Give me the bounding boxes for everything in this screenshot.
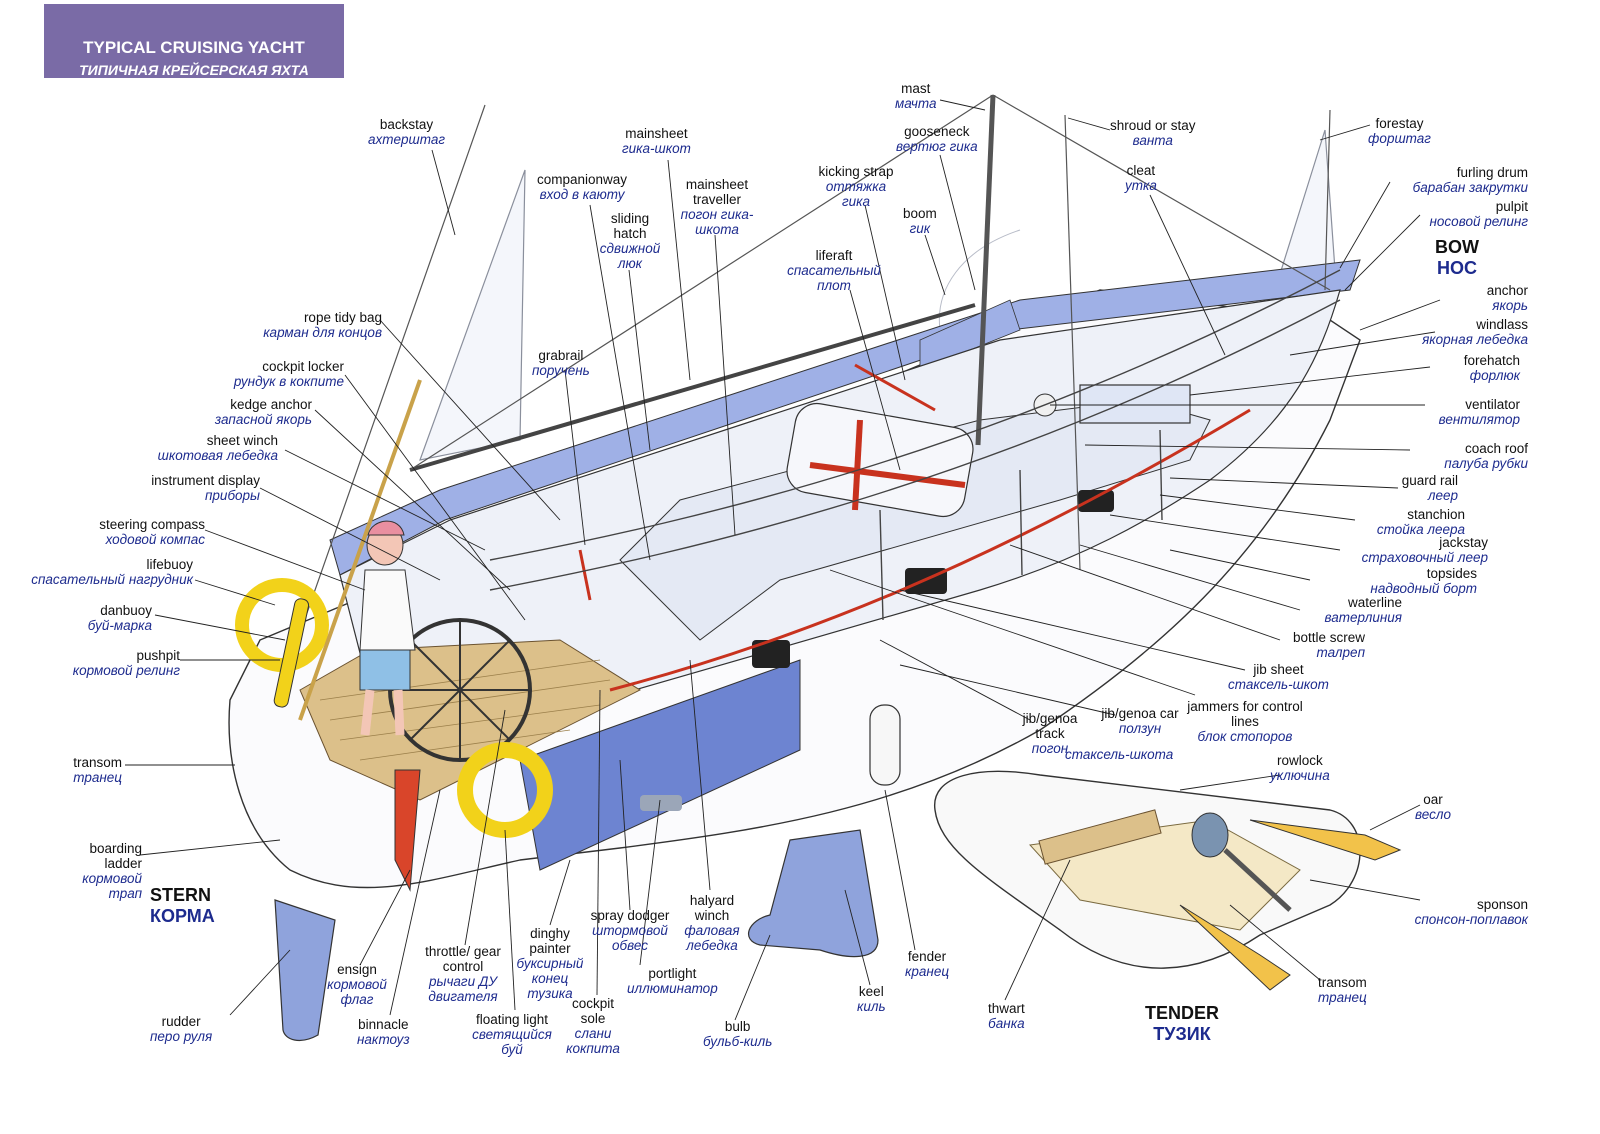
danbuoy <box>273 598 310 708</box>
title-en: TYPICAL CRUISING YACHT <box>83 38 305 57</box>
sailor-figure <box>359 520 416 736</box>
label-jib-track-ru2: стаксель-шкота <box>1065 747 1174 762</box>
keel <box>748 829 879 958</box>
forehatch <box>1079 384 1191 424</box>
mast-line <box>975 94 996 446</box>
fender <box>869 704 901 786</box>
oar-right <box>1249 819 1402 861</box>
hull-blue-band <box>519 659 801 871</box>
rudder <box>274 899 336 1042</box>
ensign-flag <box>394 769 421 892</box>
oar-left <box>1179 904 1291 991</box>
liferaft <box>786 402 974 518</box>
title-ru: ТИПИЧНАЯ КРЕЙСЕРСКАЯ ЯХТА <box>79 62 309 78</box>
outboard-motor <box>1191 812 1292 912</box>
boom-line <box>409 303 976 472</box>
thwart <box>1038 809 1162 865</box>
title-banner: TYPICAL CRUISING YACHT ТИПИЧНАЯ КРЕЙСЕРС… <box>44 4 344 78</box>
mainsail <box>419 169 526 461</box>
